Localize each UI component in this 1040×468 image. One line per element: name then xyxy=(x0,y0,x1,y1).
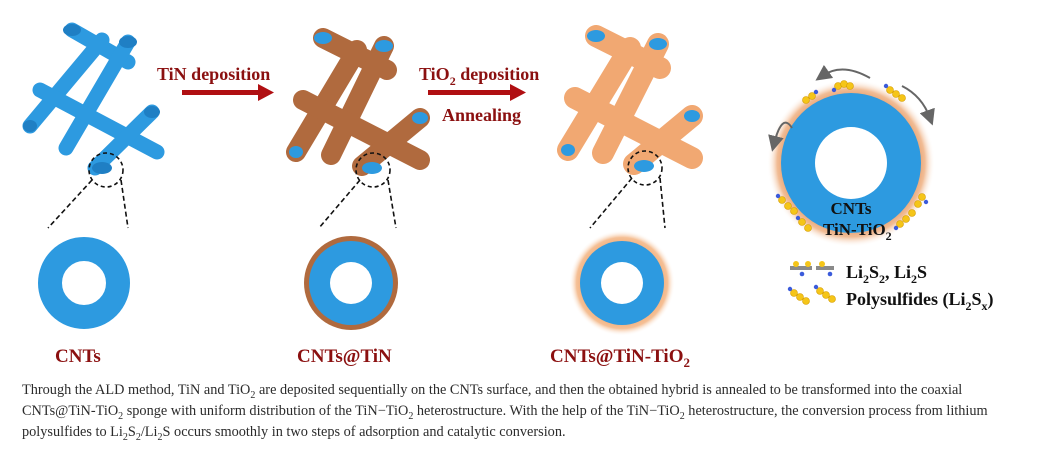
legend-polysulfide-molecule xyxy=(787,284,836,305)
zoom-line xyxy=(589,177,633,229)
arrow1-label: TiN deposition xyxy=(157,64,270,84)
conversion-arrow xyxy=(768,121,793,152)
arrow2 xyxy=(428,84,526,101)
zoom-circle xyxy=(88,152,124,188)
arrow2-label: TiO2 deposition xyxy=(419,64,539,88)
cnt-sponge-blue xyxy=(22,22,165,176)
stage3-label: CNTs@TiN-TiO2 xyxy=(550,346,690,370)
stage2-label: CNTs@TiN xyxy=(297,346,392,367)
legend-polysulfide-label: Polysulfides (Li2Sx) xyxy=(846,289,994,313)
zoom-line xyxy=(659,177,666,229)
zoom-line xyxy=(318,179,361,229)
conversion-arrow xyxy=(901,85,935,126)
legend-li2s-label: Li2S2, Li2S xyxy=(846,262,927,286)
zoom-line xyxy=(120,179,129,229)
heterostructure-cross-section xyxy=(767,79,935,247)
arrow1 xyxy=(182,84,274,101)
cnt-tin-cross-section xyxy=(304,236,398,330)
cnt-tin-tio2-cross-section xyxy=(569,230,675,336)
adsorbed-polysulfides xyxy=(775,80,929,232)
arrow2-label2: Annealing xyxy=(442,105,521,125)
schematic-figure: CNTs TiN deposition CNTs@TiN TiO2 deposi xyxy=(22,22,994,370)
legend-li2s-molecule xyxy=(790,261,834,277)
core-label: CNTs xyxy=(831,199,872,218)
cnt-tin-sponge xyxy=(286,28,430,176)
shell-label: TiN-TiO2 xyxy=(823,220,892,243)
zoom-circle xyxy=(627,150,663,186)
zoom-circle xyxy=(355,152,391,188)
stage1-label: CNTs xyxy=(55,346,101,367)
cnt-tin-tio2-sponge xyxy=(557,25,703,175)
cnt-cross-section xyxy=(38,237,130,329)
conversion-arrow xyxy=(815,64,871,81)
figure-caption: Through the ALD method, TiN and TiO2 are… xyxy=(22,382,988,443)
zoom-line xyxy=(387,179,397,229)
zoom-line xyxy=(47,179,93,229)
